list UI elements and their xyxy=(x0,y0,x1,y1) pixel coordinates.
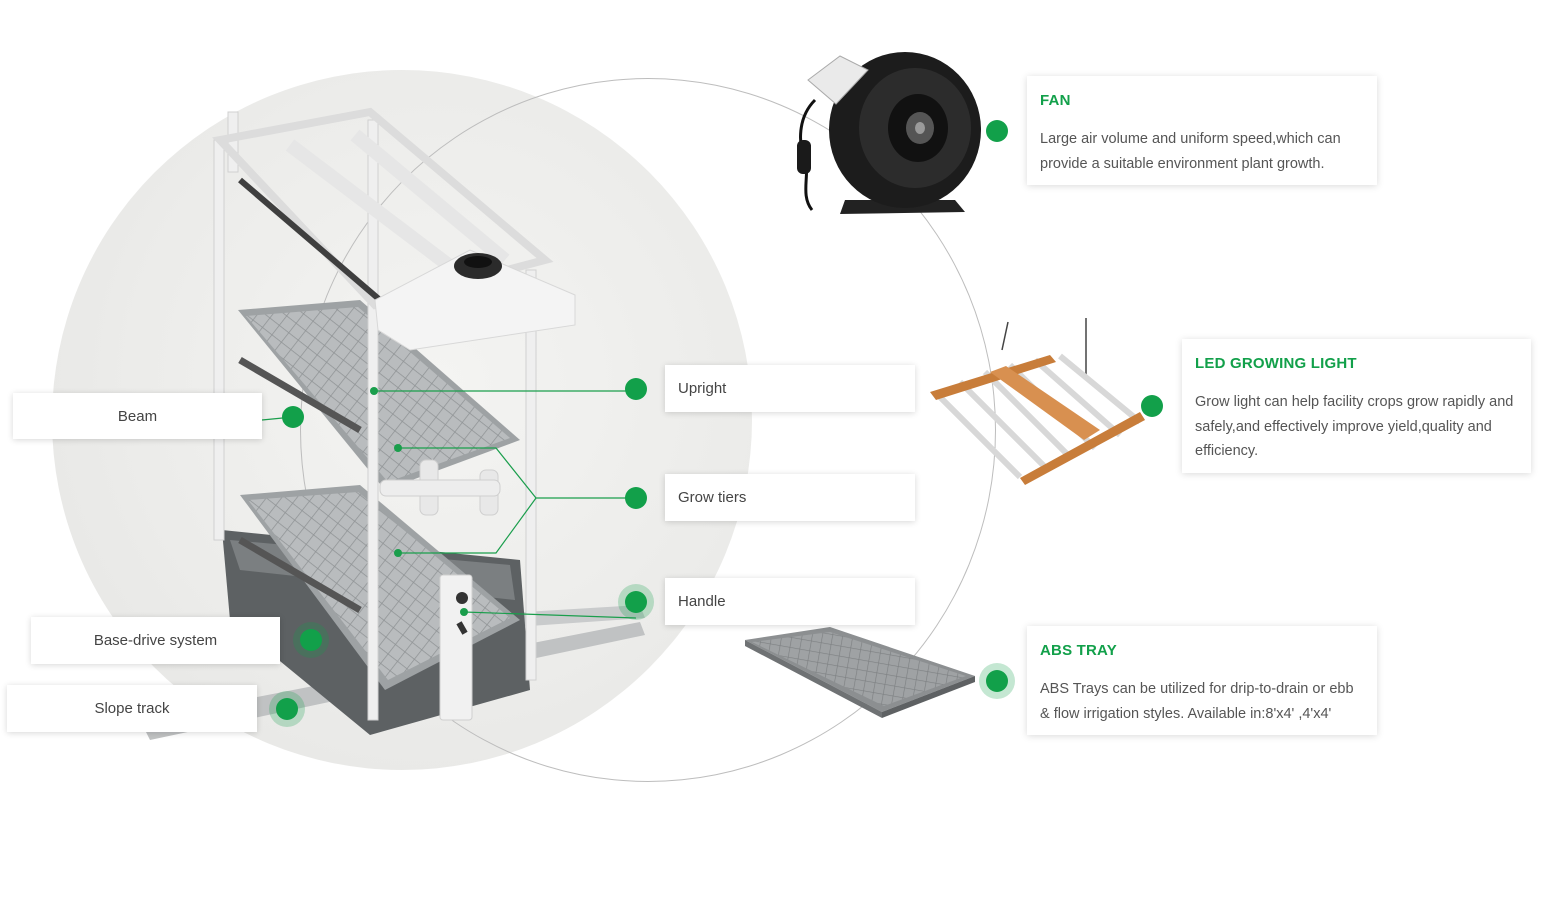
slope-track-label: Slope track xyxy=(7,685,257,732)
upright-label: Upright xyxy=(665,365,915,412)
upright-label-text: Upright xyxy=(678,380,727,397)
beam-marker[interactable] xyxy=(282,406,304,428)
base-drive-label-text: Base-drive system xyxy=(93,632,218,649)
abs-tray-card-title: ABS TRAY xyxy=(1040,642,1117,659)
led-card: LED GROWING LIGHT Grow light can help fa… xyxy=(1182,339,1531,473)
fan-card: FAN Large air volume and uniform speed,w… xyxy=(1027,76,1377,185)
fan-card-title: FAN xyxy=(1040,92,1071,109)
led-card-text: Grow light can help facility crops grow … xyxy=(1195,394,1514,459)
grow-tiers-label: Grow tiers xyxy=(665,474,915,521)
beam-label-text: Beam xyxy=(117,407,158,425)
abs-tray-card-text: ABS Trays can be utilized for drip-to-dr… xyxy=(1040,681,1354,722)
fan-marker[interactable] xyxy=(986,120,1008,142)
connector-lines xyxy=(261,390,637,619)
upright-marker[interactable] xyxy=(625,378,647,400)
fan-card-text: Large air volume and uniform speed,which… xyxy=(1040,131,1341,172)
beam-label: Beam xyxy=(13,393,262,439)
led-card-title: LED GROWING LIGHT xyxy=(1195,355,1357,372)
abs-tray-image xyxy=(745,627,975,718)
led-marker[interactable] xyxy=(1141,395,1163,417)
handle-label-text: Handle xyxy=(678,593,726,610)
grow-tiers-marker[interactable] xyxy=(625,487,647,509)
base-drive-label: Base-drive system xyxy=(31,617,280,664)
abs-tray-card: ABS TRAY ABS Trays can be utilized for d… xyxy=(1027,626,1377,735)
slope-track-label-text: Slope track xyxy=(94,700,170,717)
orbit-circle xyxy=(300,78,996,782)
handle-marker[interactable] xyxy=(625,591,647,613)
led-light-image xyxy=(930,318,1145,485)
slope-track-marker[interactable] xyxy=(276,698,298,720)
base-drive-marker[interactable] xyxy=(300,629,322,651)
fan-image xyxy=(797,52,981,214)
handle-label: Handle xyxy=(665,578,915,625)
abs-tray-marker[interactable] xyxy=(986,670,1008,692)
grow-tiers-label-text: Grow tiers xyxy=(678,489,747,506)
